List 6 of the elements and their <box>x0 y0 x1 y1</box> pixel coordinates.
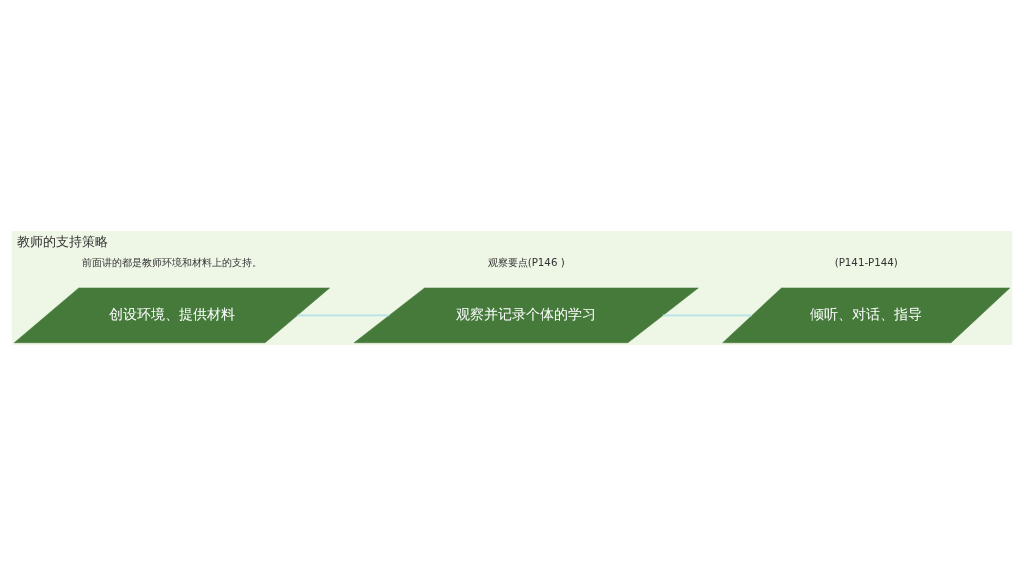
connector <box>662 314 753 317</box>
node-label: (P141-P144) <box>834 256 898 268</box>
node-label: 观察要点(P146 ) <box>487 256 565 268</box>
connector <box>296 314 391 317</box>
diagram-title: 教师的支持策略 <box>16 233 108 249</box>
node-label: 前面讲的都是教师环境和材料上的支持。 <box>81 256 262 268</box>
